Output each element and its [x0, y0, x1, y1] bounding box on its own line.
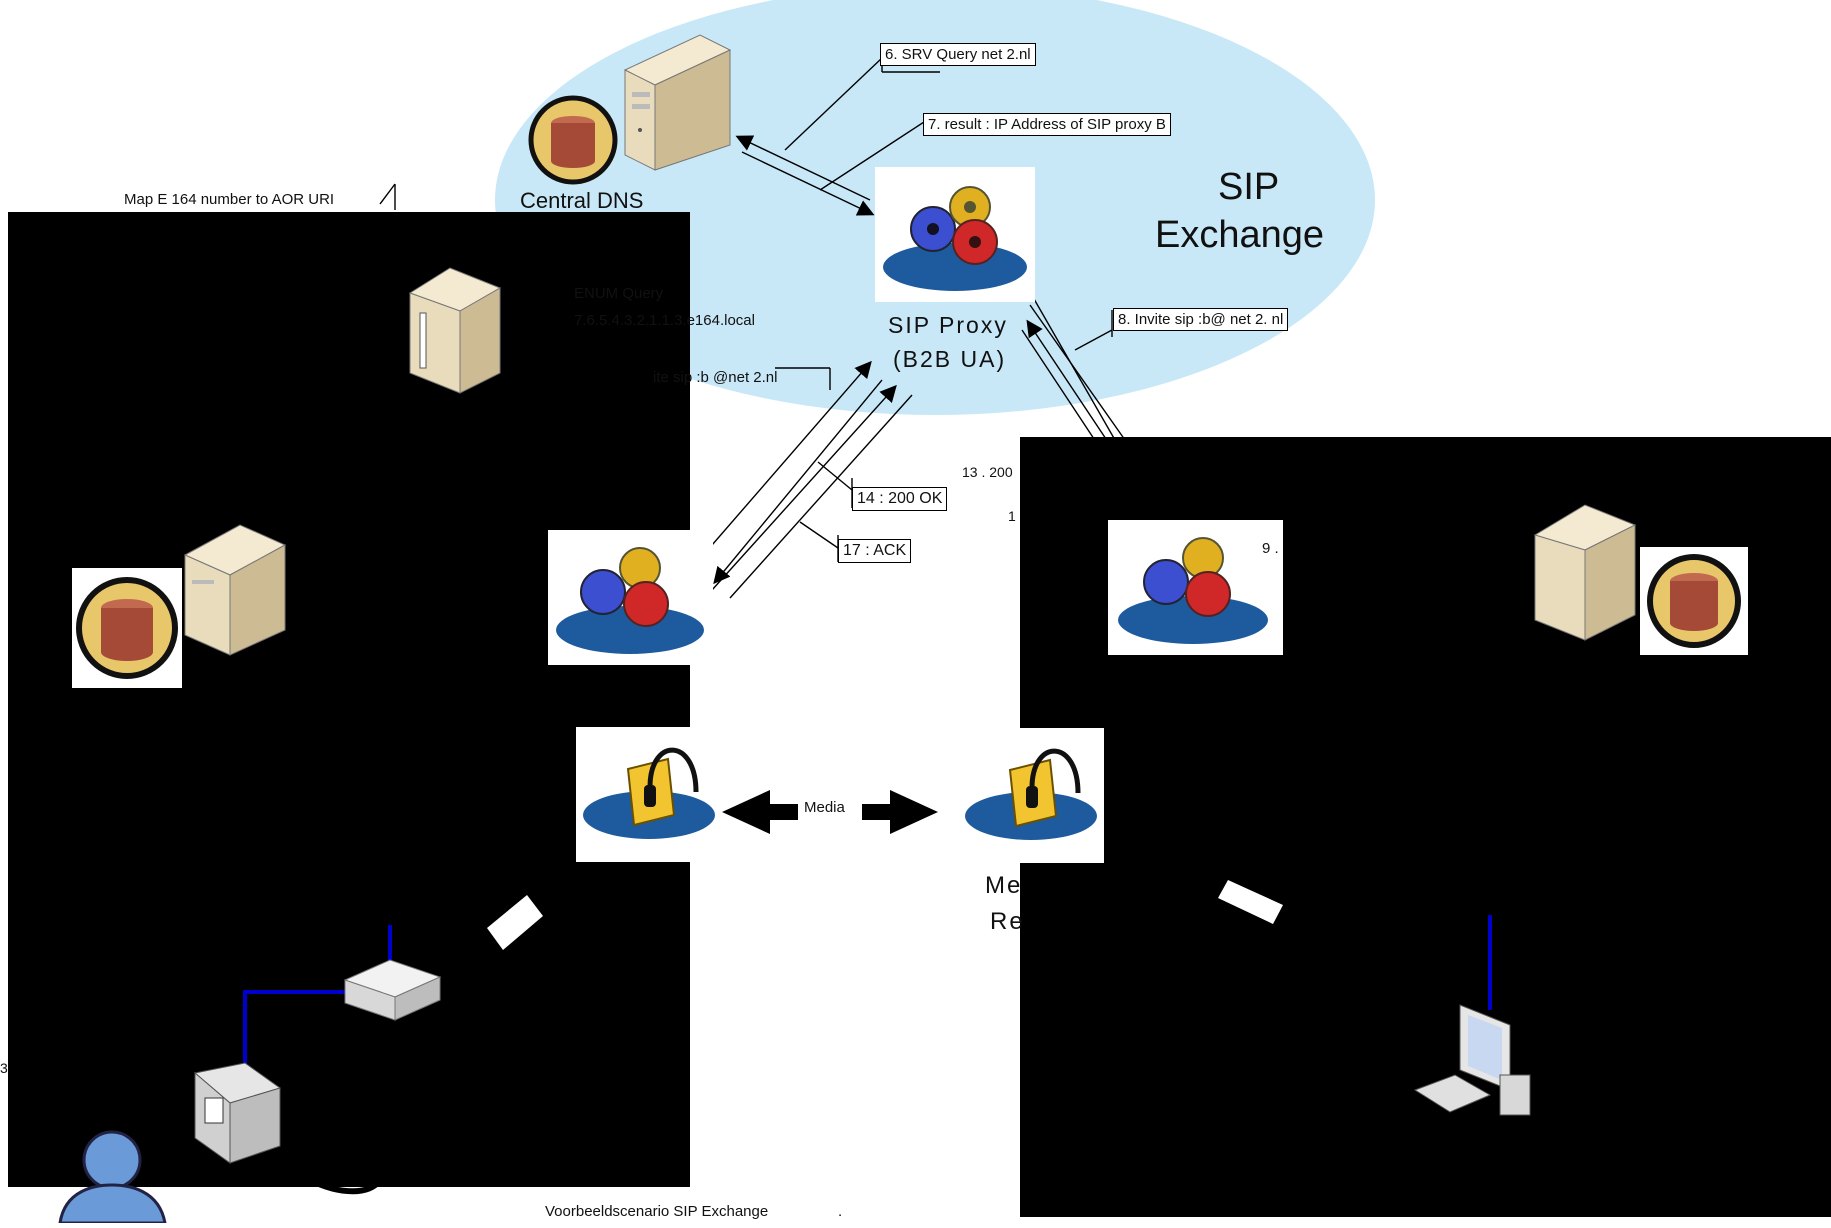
ok-13-label: 13 . 200	[962, 464, 1013, 480]
ack-17-message: 17 : ACK	[838, 539, 912, 563]
sip-proxy-label-line2: (B2B UA)	[893, 346, 1007, 372]
frag-1-label: 1	[1008, 508, 1016, 524]
map-e164-label: Map E 164 number to AOR URI	[124, 191, 335, 208]
central-dns-database-icon	[528, 95, 618, 185]
right-server-icon	[1530, 500, 1640, 645]
right-database-icon	[1640, 547, 1748, 655]
exchange-title-line2: Exchange	[1155, 214, 1325, 256]
left-network-panel	[8, 212, 690, 1187]
left-database-icon	[72, 568, 182, 688]
left-enum-server-icon	[405, 263, 505, 398]
user-icon	[55, 1130, 170, 1225]
caption-dot: .	[838, 1203, 843, 1220]
left-proxy-gears-icon	[548, 530, 713, 665]
result-message: 7. result : IP Address of SIP proxy B	[923, 113, 1171, 136]
frag-9-label: 9 .	[1262, 540, 1279, 557]
workstation-icon	[1410, 1000, 1545, 1125]
media-relay-frag-1: Me	[985, 872, 1023, 899]
right-proxy-gears-icon	[1108, 520, 1283, 655]
left-edge-digit: 3	[0, 1060, 8, 1076]
enum-query-line1: ENUM Query	[574, 285, 664, 302]
left-database-server-icon	[180, 520, 290, 660]
sip-proxy-gears-icon	[875, 167, 1035, 302]
media-label: Media	[804, 799, 845, 816]
left-media-relay-icon	[576, 727, 722, 862]
ok-14-message: 14 : 200 OK	[852, 487, 948, 511]
phone-icon	[190, 1058, 305, 1168]
srv-query-message: 6. SRV Query net 2.nl	[880, 43, 1036, 66]
caption: Voorbeeldscenario SIP Exchange	[545, 1203, 769, 1220]
right-media-relay-icon	[958, 728, 1104, 863]
invite-b-message: 8. Invite sip :b@ net 2. nl	[1113, 308, 1289, 331]
exchange-title-line1: SIP	[1218, 166, 1280, 208]
sip-proxy-label-line1: SIP Proxy	[888, 312, 1008, 338]
central-dns-server-icon	[620, 30, 735, 175]
enum-query-line2: 7.6.5.4.3.2.1.1.3.e164.local	[574, 312, 755, 329]
invite-a-message: ite sip :b @net 2.nl	[653, 369, 778, 386]
router-icon	[340, 955, 445, 1025]
central-dns-label: Central DNS	[520, 188, 644, 213]
media-relay-frag-2: Re	[990, 908, 1025, 935]
